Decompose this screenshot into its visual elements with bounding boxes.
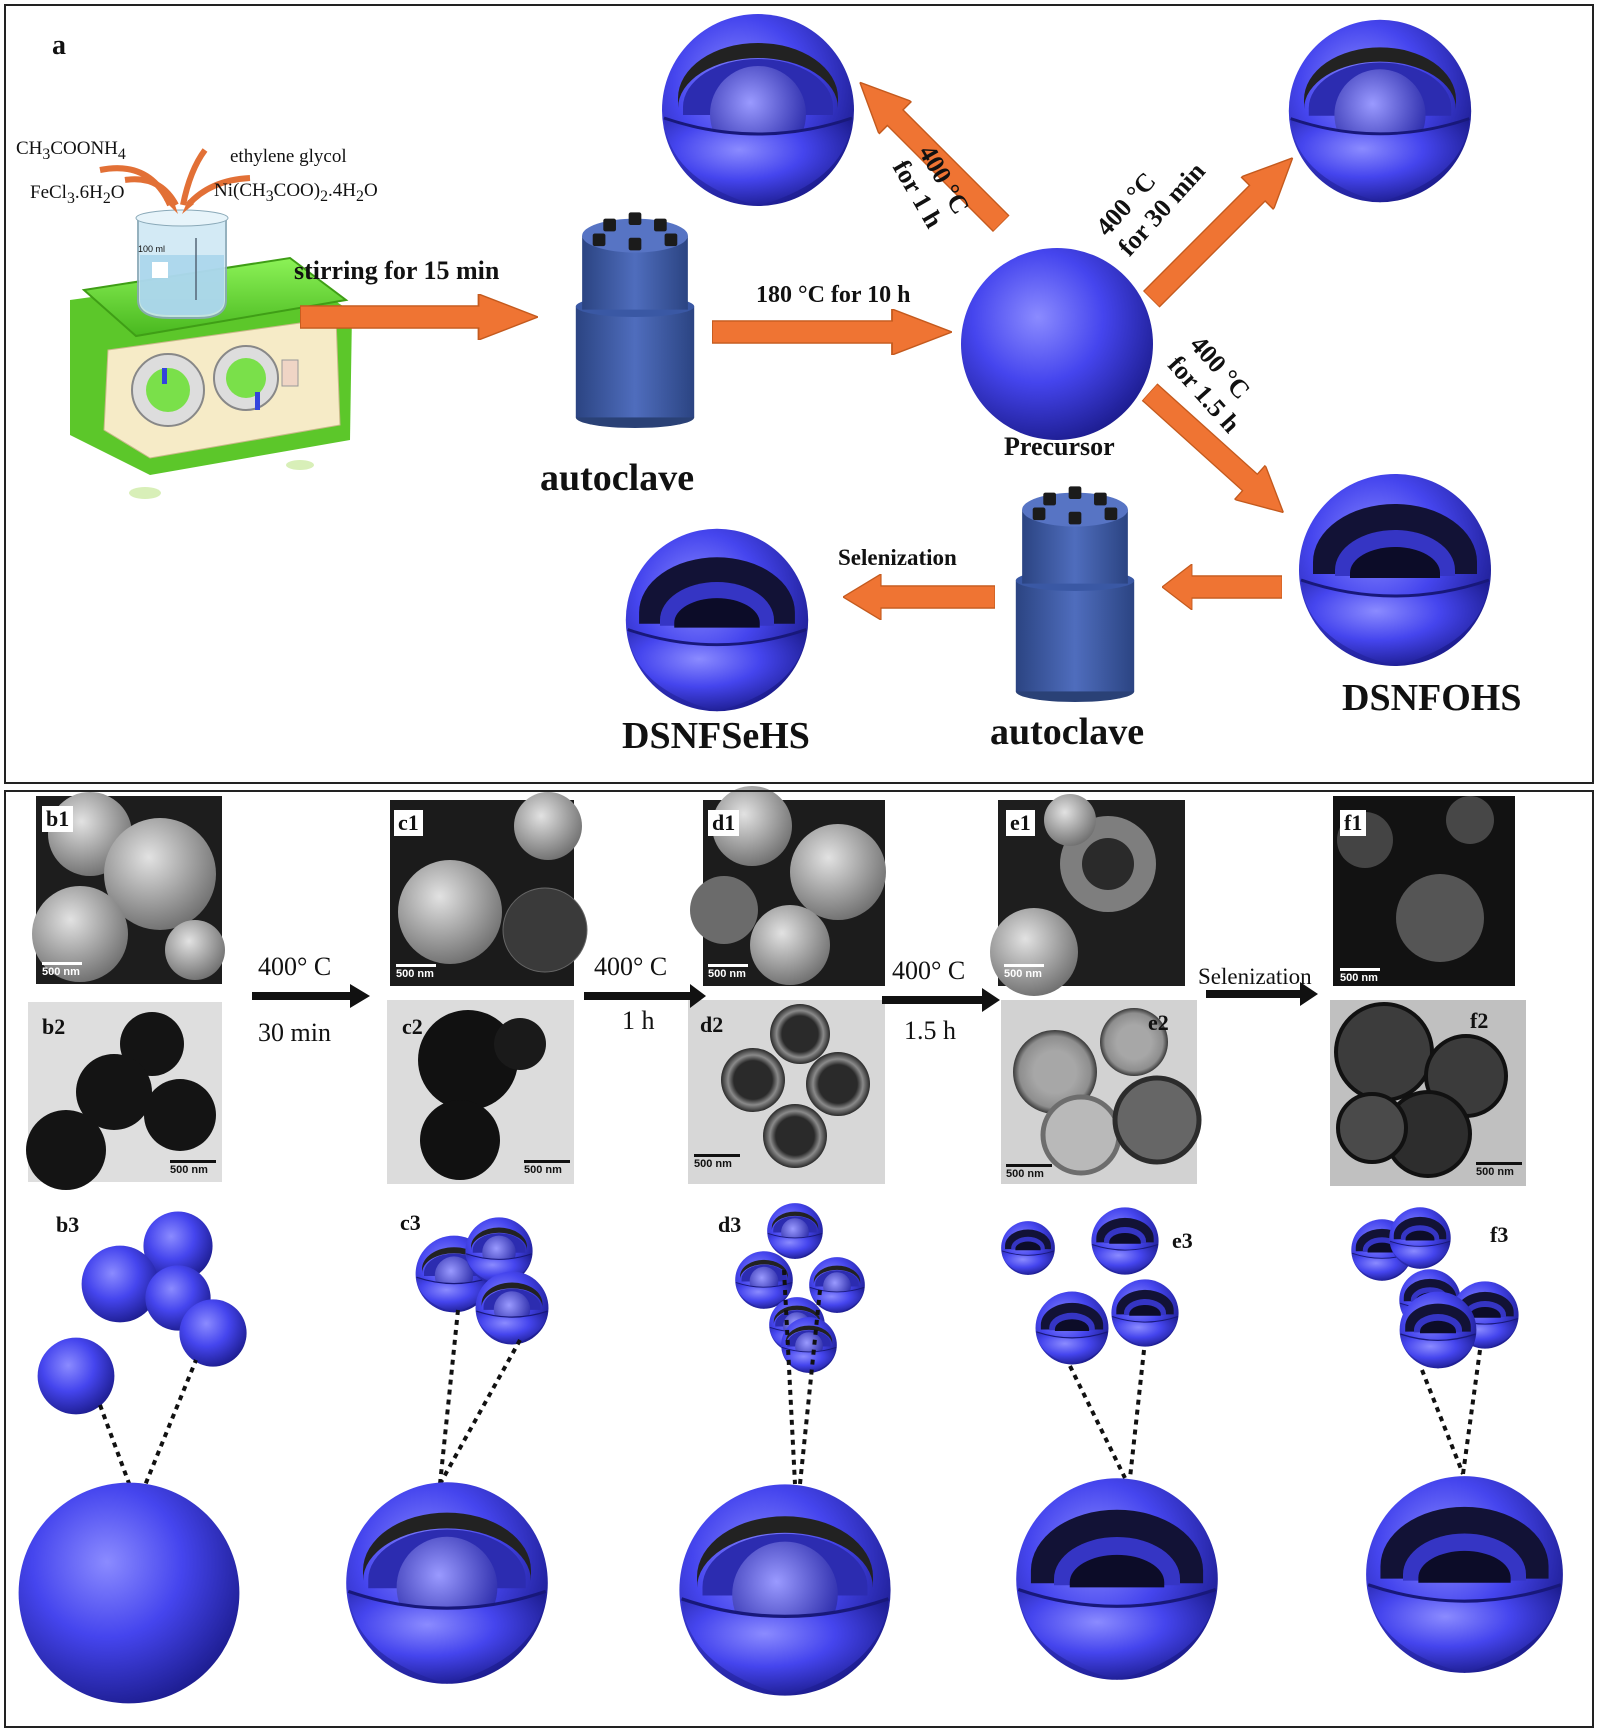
label-b3: b3 [56,1212,80,1237]
label-c3: c3 [400,1210,421,1235]
panel-a-frame [4,4,1594,784]
label-c1: c1 [394,810,423,836]
step-selenization: Selenization [838,545,957,570]
reagent-ferric-chloride: FeCl3.6H2O [30,182,125,207]
scale-bar-b1: 500 nm [42,962,82,978]
scale-bar-e2: 500 nm [1006,1164,1052,1180]
label-f3: f3 [1490,1222,1509,1247]
beaker-volume: 100 ml [138,244,166,254]
step-hydrothermal: 180 °C for 10 h [756,282,911,308]
label-f1: f1 [1340,810,1367,836]
scale-bar-f2: 500 nm [1476,1162,1522,1178]
arrow1-bottom-label: 30 min [258,1018,331,1047]
magnification-lines [98,1269,1482,1511]
label-dsnfohs: DSNFOHS [1342,677,1522,719]
arrow2-top-label: 400° C [594,952,668,981]
scale-bar-d2: 500 nm [694,1154,740,1170]
label-b1: b1 [42,806,74,832]
arrow1-top-label: 400° C [258,952,332,981]
scale-bar-f1: 500 nm [1340,968,1380,984]
label-autoclave-1: autoclave [540,457,695,499]
scale-bar-c2: 500 nm [524,1160,570,1176]
hotplate-illustration [70,148,352,499]
panel-a-label: a [52,30,66,61]
reagent-nickel-acetate: Ni(CH3COO)2.4H2O [214,180,378,205]
panel-b-frame [4,790,1594,1728]
step-stirring: stirring for 15 min [294,256,500,285]
arrow3-bottom-label: 1.5 h [904,1016,956,1045]
reagent-ammonium-acetate: CH3COONH4 [16,138,126,163]
process-arrows [252,982,1318,1012]
label-autoclave-2: autoclave [990,711,1145,753]
tem-images [26,1000,1526,1190]
arrow2-bottom-label: 1 h [622,1006,655,1035]
scale-bar-b2: 500 nm [170,1160,216,1176]
label-d3: d3 [718,1212,742,1237]
label-dsnfsehs: DSNFSeHS [622,715,810,757]
label-e1: e1 [1006,810,1035,836]
label-d2: d2 [700,1012,724,1037]
label-c2: c2 [402,1014,423,1039]
scale-bar-d1: 500 nm [708,964,748,980]
reagent-ethylene-glycol: ethylene glycol [230,146,347,167]
label-b2: b2 [42,1014,66,1039]
scale-bar-e1: 500 nm [1004,964,1044,980]
arrow3-top-label: 400° C [892,956,966,985]
label-e3: e3 [1172,1228,1193,1253]
label-precursor: Precursor [1004,432,1115,461]
scale-bar-c1: 500 nm [396,964,436,980]
label-f2: f2 [1470,1008,1489,1033]
arrow4-top-label: Selenization [1198,964,1312,989]
label-e2: e2 [1148,1010,1169,1035]
label-d1: d1 [708,810,740,836]
